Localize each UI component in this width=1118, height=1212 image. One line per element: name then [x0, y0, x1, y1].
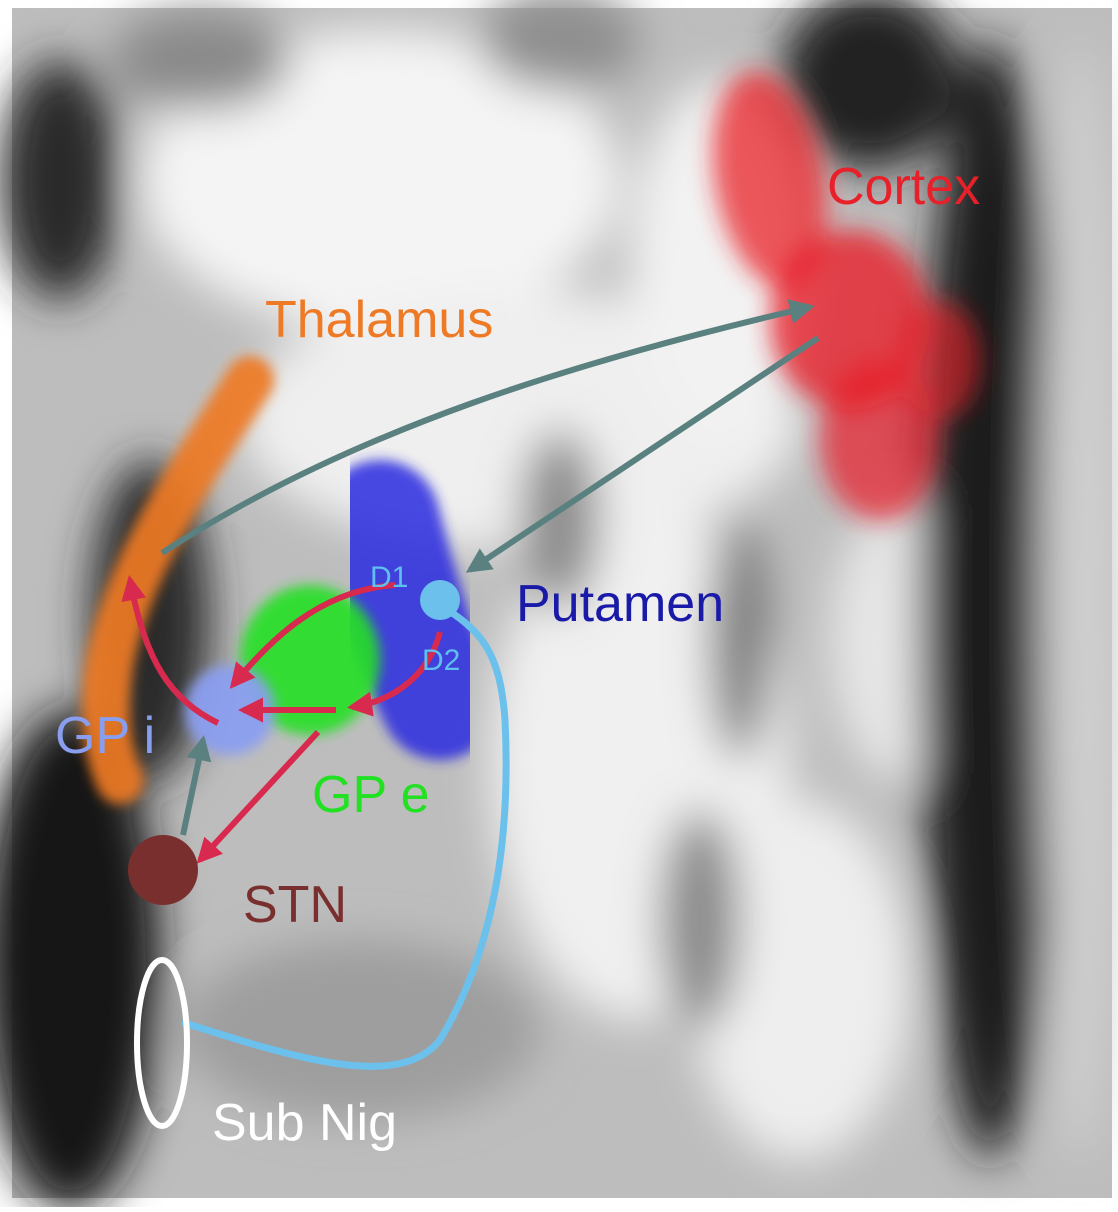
thalamus-label: Thalamus: [265, 291, 493, 349]
d2-label: D2: [422, 644, 460, 677]
d1-label: D1: [370, 561, 408, 594]
sub-nig-label: Sub Nig: [212, 1094, 397, 1152]
putamen-node: [420, 580, 460, 620]
stn-label: STN: [243, 876, 347, 934]
gpe-label: GP e: [312, 766, 430, 824]
stn-node: [128, 835, 198, 905]
cortex-label: Cortex: [827, 158, 980, 216]
gpi-label: GP i: [55, 707, 155, 765]
putamen-label: Putamen: [516, 575, 724, 633]
